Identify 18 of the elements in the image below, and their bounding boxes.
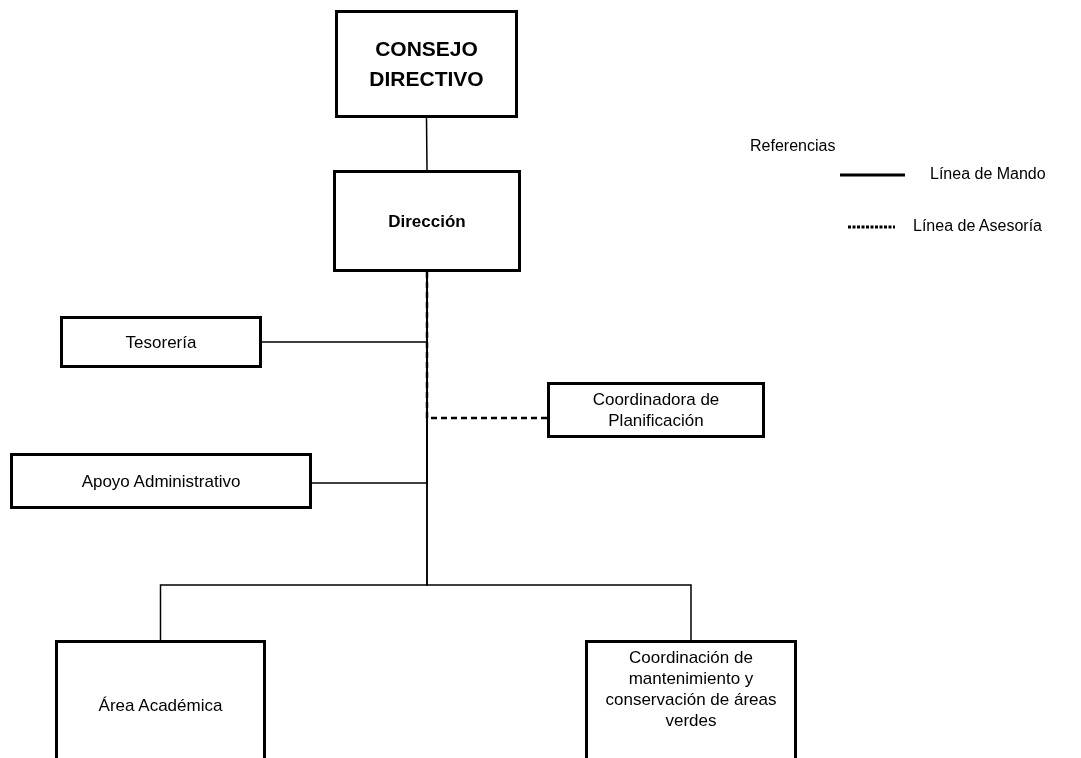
unit-name: Área Académica — [98, 695, 223, 716]
unit-box — [60, 316, 262, 368]
board-box — [335, 10, 518, 118]
unit-box — [55, 640, 266, 758]
legend-title: Referencias — [750, 137, 836, 155]
unit-name: Coordinación de mantenimiento y conservación de áreas verdes — [604, 647, 778, 731]
legend-text: Línea de Asesoría — [913, 217, 1042, 235]
connector-line — [425, 117, 428, 171]
legend-text: Línea de Mando — [930, 165, 1046, 183]
unit-box — [333, 170, 521, 272]
unit-name: Dirección — [388, 210, 466, 232]
unit-box — [10, 453, 312, 509]
unit-name: Coordinadora de Planificación — [591, 389, 721, 431]
unit-name: CONSEJO DIRECTIVO — [368, 36, 485, 92]
unit-name: Apoyo Administrativo — [81, 470, 241, 492]
unit-box — [547, 382, 765, 438]
unit-name: Tesorería — [125, 331, 197, 353]
unit-box — [585, 640, 797, 758]
